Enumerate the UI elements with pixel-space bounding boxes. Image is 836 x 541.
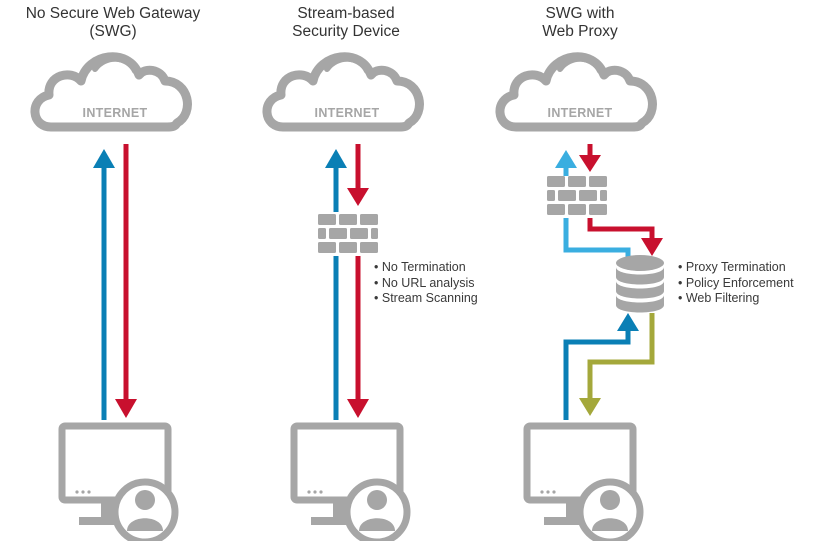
- monitor-user-icon: [527, 426, 640, 541]
- note-item: Proxy Termination: [678, 260, 794, 276]
- download-arrow: [347, 144, 369, 418]
- firewall-icon: [316, 212, 380, 256]
- note-item: Policy Enforcement: [678, 276, 794, 292]
- database-icon: [616, 255, 664, 313]
- cloud-label: INTERNET: [315, 106, 380, 120]
- cloud-label: INTERNET: [548, 106, 613, 120]
- upload-arrow: [93, 149, 115, 420]
- upload-arrow: [325, 149, 347, 420]
- note-item: Stream Scanning: [374, 291, 478, 307]
- download-arrow: [115, 144, 137, 418]
- note-item: Web Filtering: [678, 291, 794, 307]
- note-item: No URL analysis: [374, 276, 478, 292]
- column-title-no-swg: No Secure Web Gateway (SWG): [25, 5, 201, 40]
- monitor-user-icon: [294, 426, 407, 541]
- stream-device-notes: No Termination No URL analysis Stream Sc…: [374, 260, 478, 307]
- proxy-notes: Proxy Termination Policy Enforcement Web…: [678, 260, 794, 307]
- column-title-stream-based: Stream-based Security Device: [292, 5, 400, 40]
- download-arrow-proxy-to-client: [579, 313, 655, 416]
- cloud-label: INTERNET: [83, 106, 148, 120]
- firewall-icon: [547, 176, 607, 215]
- monitor-user-icon: [62, 426, 175, 541]
- upload-arrow-proxy-to-internet: [555, 150, 631, 258]
- download-arrow-internet-to-proxy: [579, 144, 663, 256]
- column-title-swg-proxy: SWG with Web Proxy: [542, 5, 618, 40]
- upload-arrow-client-to-proxy: [563, 313, 639, 420]
- note-item: No Termination: [374, 260, 478, 276]
